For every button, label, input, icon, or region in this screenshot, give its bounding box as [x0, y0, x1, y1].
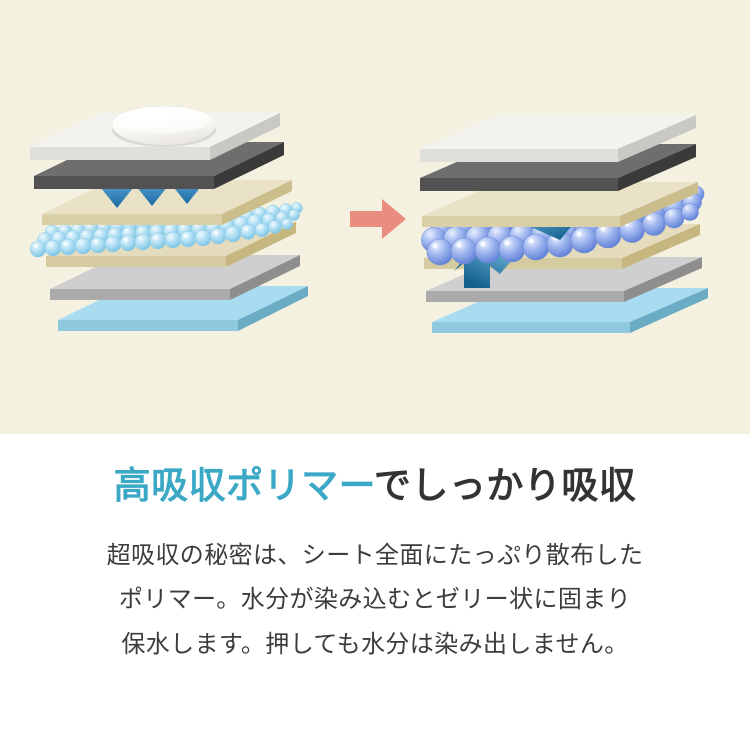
body-copy-line: ポリマー。水分が染み込むとゼリー状に固まり: [118, 586, 632, 614]
description-panel: 高吸収ポリマーでしっかり吸収 超吸収の秘密は、シート全面にたっぷり散布した ポリ…: [0, 434, 750, 750]
right-arrow-icon: [348, 196, 408, 242]
body-copy-line: 保水します。押しても水分は染み出しません。: [121, 630, 629, 658]
headline-plain-text: でしっかり吸収: [373, 465, 637, 506]
layer-surface-sheet: [420, 115, 696, 162]
illustration-panel: [0, 0, 750, 434]
body-copy: 超吸収の秘密は、シート全面にたっぷり散布した ポリマー。水分が染み込むとゼリー状…: [0, 534, 750, 667]
headline-accent-text: 高吸収ポリマー: [113, 465, 374, 506]
layer-diagram-before: [8, 0, 338, 434]
page-headline: 高吸収ポリマーでしっかり吸収: [0, 464, 750, 508]
polymer-bead-band-dry: [29, 202, 303, 258]
body-copy-line: 超吸収の秘密は、シート全面にたっぷり散布した: [106, 542, 644, 569]
water-droplet-icon: [112, 106, 216, 147]
layer-diagram-after: [418, 0, 748, 434]
